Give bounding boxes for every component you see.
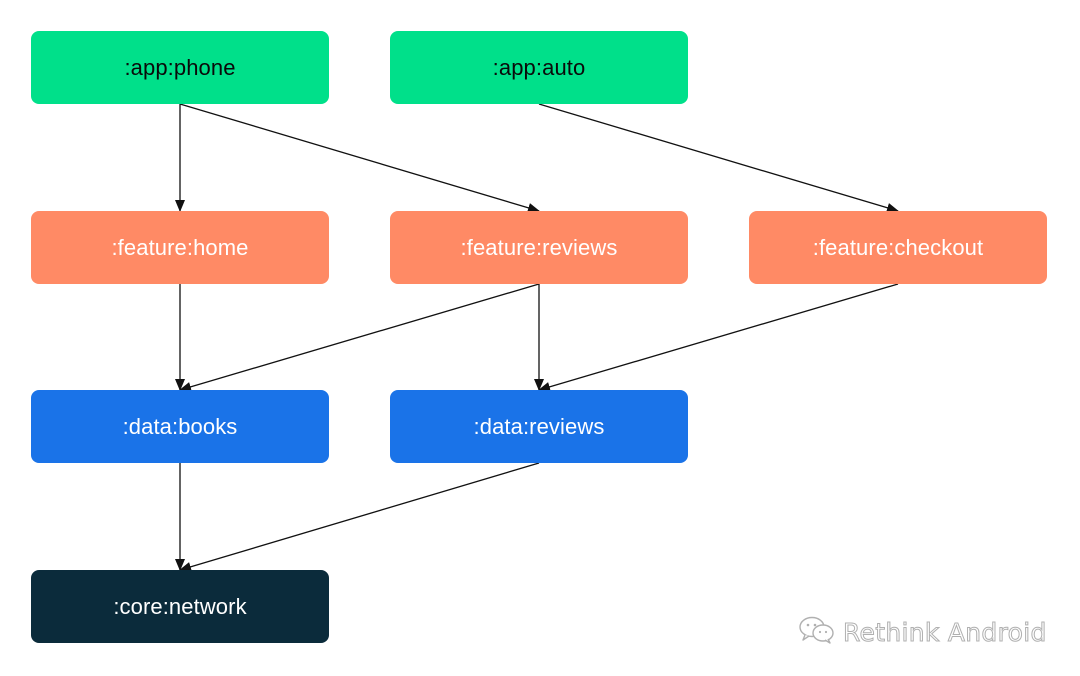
edge-feature-checkout-to-data-reviews bbox=[538, 283, 899, 392]
node-app-auto[interactable]: :app:auto bbox=[390, 31, 688, 104]
edge-app-phone-to-feature-reviews bbox=[179, 103, 540, 213]
node-data-books[interactable]: :data:books bbox=[31, 390, 329, 463]
watermark-text: Rethink Android bbox=[843, 617, 1047, 647]
node-feature-reviews[interactable]: :feature:reviews bbox=[390, 211, 688, 284]
edge-app-auto-to-feature-checkout bbox=[538, 103, 899, 213]
node-app-phone[interactable]: :app:phone bbox=[31, 31, 329, 104]
edge-feature-reviews-to-data-books bbox=[179, 283, 540, 392]
node-feature-home[interactable]: :feature:home bbox=[31, 211, 329, 284]
node-data-reviews[interactable]: :data:reviews bbox=[390, 390, 688, 463]
node-feature-checkout[interactable]: :feature:checkout bbox=[749, 211, 1047, 284]
node-core-network[interactable]: :core:network bbox=[31, 570, 329, 643]
edges-layer bbox=[175, 103, 899, 572]
wechat-icon bbox=[797, 615, 837, 650]
watermark: Rethink Android bbox=[797, 612, 1047, 652]
edge-data-reviews-to-core-network bbox=[179, 462, 540, 572]
